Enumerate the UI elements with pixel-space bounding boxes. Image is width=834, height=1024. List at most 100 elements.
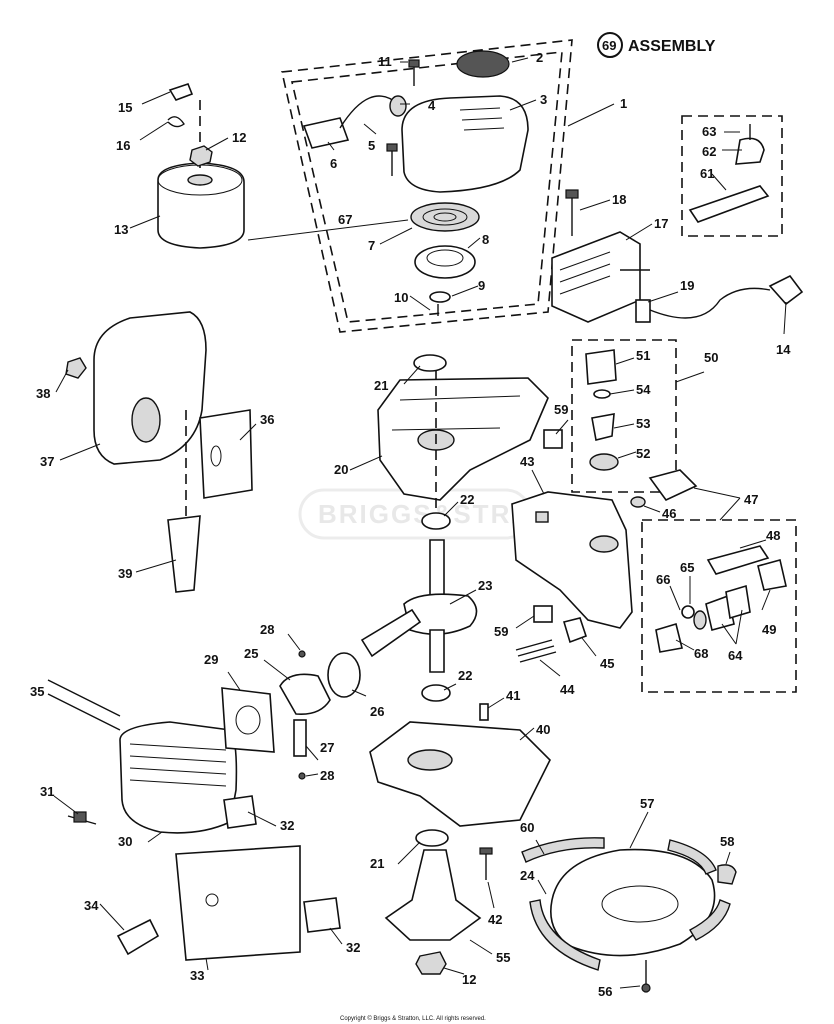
- choke-body: [757, 559, 787, 591]
- callout-62: 62: [702, 144, 716, 159]
- spark-arrestor: [167, 515, 201, 593]
- callout-8: 8: [482, 232, 489, 247]
- flywheel-nut: [189, 145, 213, 167]
- assembly-badge-number: 69: [602, 38, 616, 53]
- copyright-notice: Copyright © Briggs & Stratton, LLC. All …: [340, 1015, 486, 1022]
- cap-retainer: [589, 453, 619, 471]
- switch-button: [735, 137, 765, 165]
- cap-gasket: [593, 389, 611, 399]
- callout-63: 63: [702, 124, 716, 139]
- fuel-tank: [511, 491, 633, 629]
- callout-12-top: 12: [232, 130, 246, 145]
- callout-55: 55: [496, 950, 510, 965]
- callout-61: 61: [700, 166, 714, 181]
- flywheel: [157, 162, 245, 249]
- callout-39: 39: [118, 566, 132, 581]
- callout-14: 14: [776, 342, 791, 357]
- starter-assembly-group: [281, 39, 573, 333]
- cylinder-group: [47, 679, 341, 961]
- callout-17: 17: [654, 216, 668, 231]
- callout-21-top: 21: [374, 378, 388, 393]
- callout-24: 24: [520, 868, 535, 883]
- crankcase: [377, 377, 549, 501]
- starter-handle: [302, 117, 350, 149]
- callout-68: 68: [694, 646, 708, 661]
- trim-strip-lower: [689, 899, 731, 941]
- callout-53: 53: [636, 416, 650, 431]
- carburetor-nut: [630, 496, 646, 508]
- callout-labels: 2 3 1 4 11 5 6 67 7 8 9 10 15 16 12 13 1…: [30, 50, 791, 999]
- carburetor-group: [630, 469, 797, 693]
- callout-36: 36: [260, 412, 274, 427]
- callout-37: 37: [40, 454, 54, 469]
- callout-22-bottom: 22: [458, 668, 472, 683]
- callout-48: 48: [766, 528, 780, 543]
- callout-30: 30: [118, 834, 132, 849]
- tank-bumper-upper: [543, 429, 563, 449]
- callout-59-bottom: 59: [494, 624, 508, 639]
- callout-43: 43: [520, 454, 534, 469]
- bearing-bottom: [421, 684, 451, 702]
- callout-52: 52: [636, 446, 650, 461]
- callout-11: 11: [378, 54, 392, 69]
- starter-pulley: [414, 245, 476, 279]
- callout-7: 7: [368, 238, 375, 253]
- cap-vent: [591, 413, 615, 441]
- callout-49: 49: [762, 622, 776, 637]
- callout-28-top: 28: [260, 622, 274, 637]
- callout-1: 1: [620, 96, 627, 111]
- fuel-cap-group: [571, 339, 677, 493]
- callout-27: 27: [320, 740, 334, 755]
- rope-grommet: [389, 95, 407, 117]
- callout-38: 38: [36, 386, 50, 401]
- spring: [681, 605, 695, 619]
- assembly-badge-circle: [597, 32, 623, 58]
- callout-9: 9: [478, 278, 485, 293]
- callout-64: 64: [728, 648, 743, 663]
- needle-valve: [655, 622, 683, 653]
- adapter-left: [705, 594, 735, 631]
- trim-clip: [717, 864, 737, 885]
- muffler: [93, 311, 207, 465]
- starter-housing: [401, 95, 529, 193]
- callout-13: 13: [114, 222, 128, 237]
- diagram-header: 69 ASSEMBLY: [597, 32, 716, 58]
- wire-connector: [635, 299, 651, 323]
- callout-2: 2: [536, 50, 543, 65]
- fuel-tank-group: [511, 429, 633, 663]
- ignition-module: [551, 231, 641, 323]
- callout-4: 4: [428, 98, 436, 113]
- callout-10: 10: [394, 290, 408, 305]
- throttle-lever: [706, 545, 770, 575]
- callout-33: 33: [190, 968, 204, 983]
- muffler-gasket: [199, 409, 253, 499]
- assembly-title: ASSEMBLY: [628, 38, 716, 55]
- callout-18: 18: [612, 192, 626, 207]
- callout-41: 41: [506, 688, 520, 703]
- leader-lines: [53, 57, 787, 989]
- rewind-spring: [410, 202, 480, 232]
- crankcase-group: [377, 354, 549, 702]
- tank-bumper-lower: [533, 605, 553, 623]
- callout-58: 58: [720, 834, 734, 849]
- callout-20: 20: [334, 462, 348, 477]
- cone-nut: [415, 951, 447, 975]
- cylinder-shield: [175, 845, 301, 961]
- callout-45: 45: [600, 656, 614, 671]
- ignition-group: [551, 189, 804, 323]
- spark-plug-lead: [649, 287, 771, 319]
- callout-57: 57: [640, 796, 654, 811]
- callout-25: 25: [244, 646, 258, 661]
- callout-34: 34: [84, 898, 99, 913]
- callout-6: 6: [330, 156, 337, 171]
- cylinder: [119, 721, 238, 834]
- callout-51: 51: [636, 348, 650, 363]
- bearing-top: [421, 512, 451, 530]
- callout-66: 66: [656, 572, 670, 587]
- washer: [429, 291, 451, 303]
- trim-strip-upper: [521, 837, 605, 863]
- flywheel-pawl: [168, 83, 194, 101]
- oil-seal-bottom: [415, 829, 449, 847]
- callout-15: 15: [118, 100, 132, 115]
